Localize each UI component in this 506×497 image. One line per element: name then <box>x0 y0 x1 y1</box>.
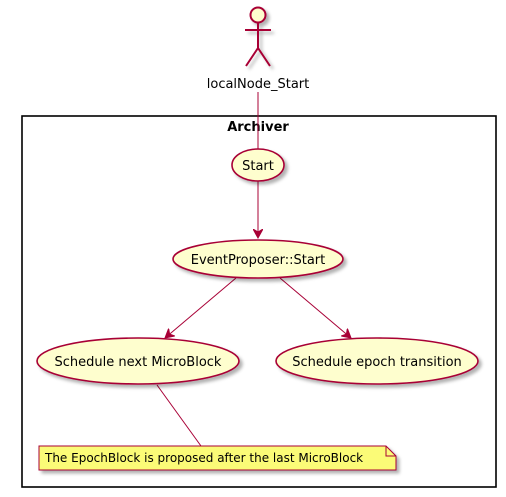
eventproposer-to-epoch-arrow <box>279 277 351 338</box>
usecase-eventproposer-start[interactable]: EventProposer::Start <box>172 239 344 279</box>
package-frame <box>21 115 497 488</box>
actor-localnode-start: localNode_Start <box>207 6 309 92</box>
usecase-schedule-microblock[interactable]: Schedule next MicroBlock <box>36 337 240 385</box>
usecase-eventproposer-shape <box>172 239 344 279</box>
actor-figure-icon <box>245 6 271 67</box>
usecase-start-label: Start <box>242 159 274 174</box>
usecase-microblock-shape <box>36 337 240 385</box>
usecase-start[interactable]: Start <box>231 148 285 182</box>
note-shape <box>38 445 397 471</box>
note: The EpochBlock is proposed after the las… <box>38 445 397 471</box>
usecase-start-shape <box>231 148 285 182</box>
usecase-microblock-label: Schedule next MicroBlock <box>55 355 222 370</box>
actor-label: localNode_Start <box>207 77 309 92</box>
usecase-epoch-shape <box>275 337 479 385</box>
usecase-eventproposer-label: EventProposer::Start <box>191 253 325 268</box>
usecase-schedule-epoch[interactable]: Schedule epoch transition <box>275 337 479 385</box>
microblock-note-link <box>156 384 202 447</box>
note-text: The EpochBlock is proposed after the las… <box>44 451 363 465</box>
note-fold-icon <box>385 446 396 457</box>
eventproposer-to-microblock-arrow <box>165 277 237 338</box>
usecase-epoch-label: Schedule epoch transition <box>292 355 462 370</box>
